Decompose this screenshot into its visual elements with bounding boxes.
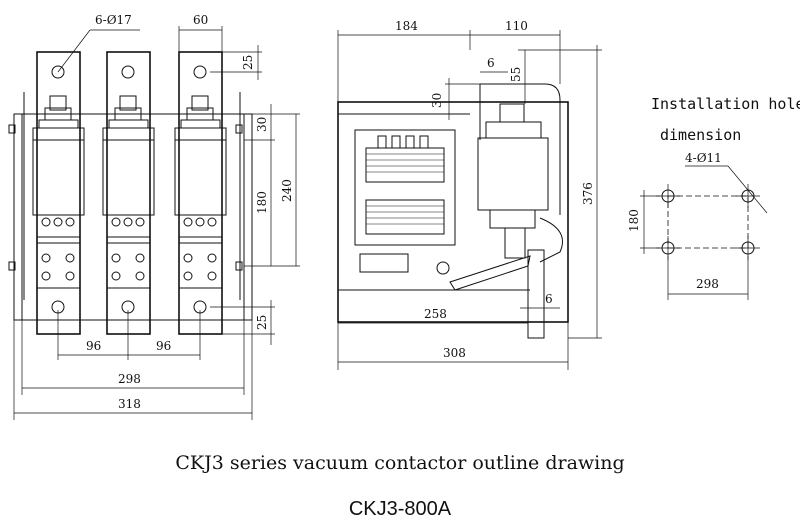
- dim-side-308: 308: [443, 346, 466, 360]
- dim-side-6-top: 6: [487, 56, 495, 70]
- install-dim-holes: 4-Ø11: [685, 151, 722, 165]
- dim-front-180: 180: [255, 191, 269, 214]
- model-label: CKJ3-800A: [348, 498, 452, 520]
- dim-side-55: 55: [509, 67, 523, 82]
- pole-1: [32, 51, 85, 335]
- side-view: 184 110 6 55 30 376 258 6 308: [337, 19, 602, 370]
- pole-2: [102, 51, 155, 335]
- dim-front-30: 30: [255, 117, 269, 132]
- dim-front-96-right: 96: [156, 339, 171, 353]
- install-dim-298: 298: [696, 277, 719, 291]
- install-title-line2: dimension: [660, 126, 741, 144]
- dim-side-110: 110: [505, 19, 528, 33]
- coil-hatch: [366, 153, 444, 225]
- dim-front-60: 60: [193, 13, 208, 27]
- dim-front-96-left: 96: [86, 339, 101, 353]
- dim-side-376: 376: [581, 182, 595, 205]
- dim-side-30: 30: [430, 93, 444, 108]
- side-frame: [337, 101, 569, 323]
- install-title-line1: Installation hole: [651, 95, 800, 113]
- drawing-caption: CKJ3 series vacuum contactor outline dra…: [175, 452, 625, 474]
- dim-front-25-top: 25: [241, 55, 255, 70]
- install-dim-180: 180: [627, 209, 641, 232]
- front-view: 6-Ø17 60 25 30 180 240 25 96 96: [8, 13, 300, 420]
- dim-front-240: 240: [280, 179, 294, 202]
- dim-front-holes: 6-Ø17: [95, 13, 132, 27]
- dim-side-258: 258: [424, 307, 447, 321]
- dim-front-25-bottom: 25: [255, 315, 269, 330]
- dim-front-298: 298: [118, 372, 141, 386]
- dim-side-184: 184: [395, 19, 418, 33]
- front-base-plate: [13, 113, 253, 321]
- dim-front-318: 318: [118, 397, 141, 411]
- dim-side-6-bottom: 6: [545, 292, 553, 306]
- install-hole-pattern: [667, 195, 749, 249]
- pole-3: [174, 51, 227, 335]
- install-view: Installation hole dimension 4-Ø11 180 29…: [627, 95, 800, 300]
